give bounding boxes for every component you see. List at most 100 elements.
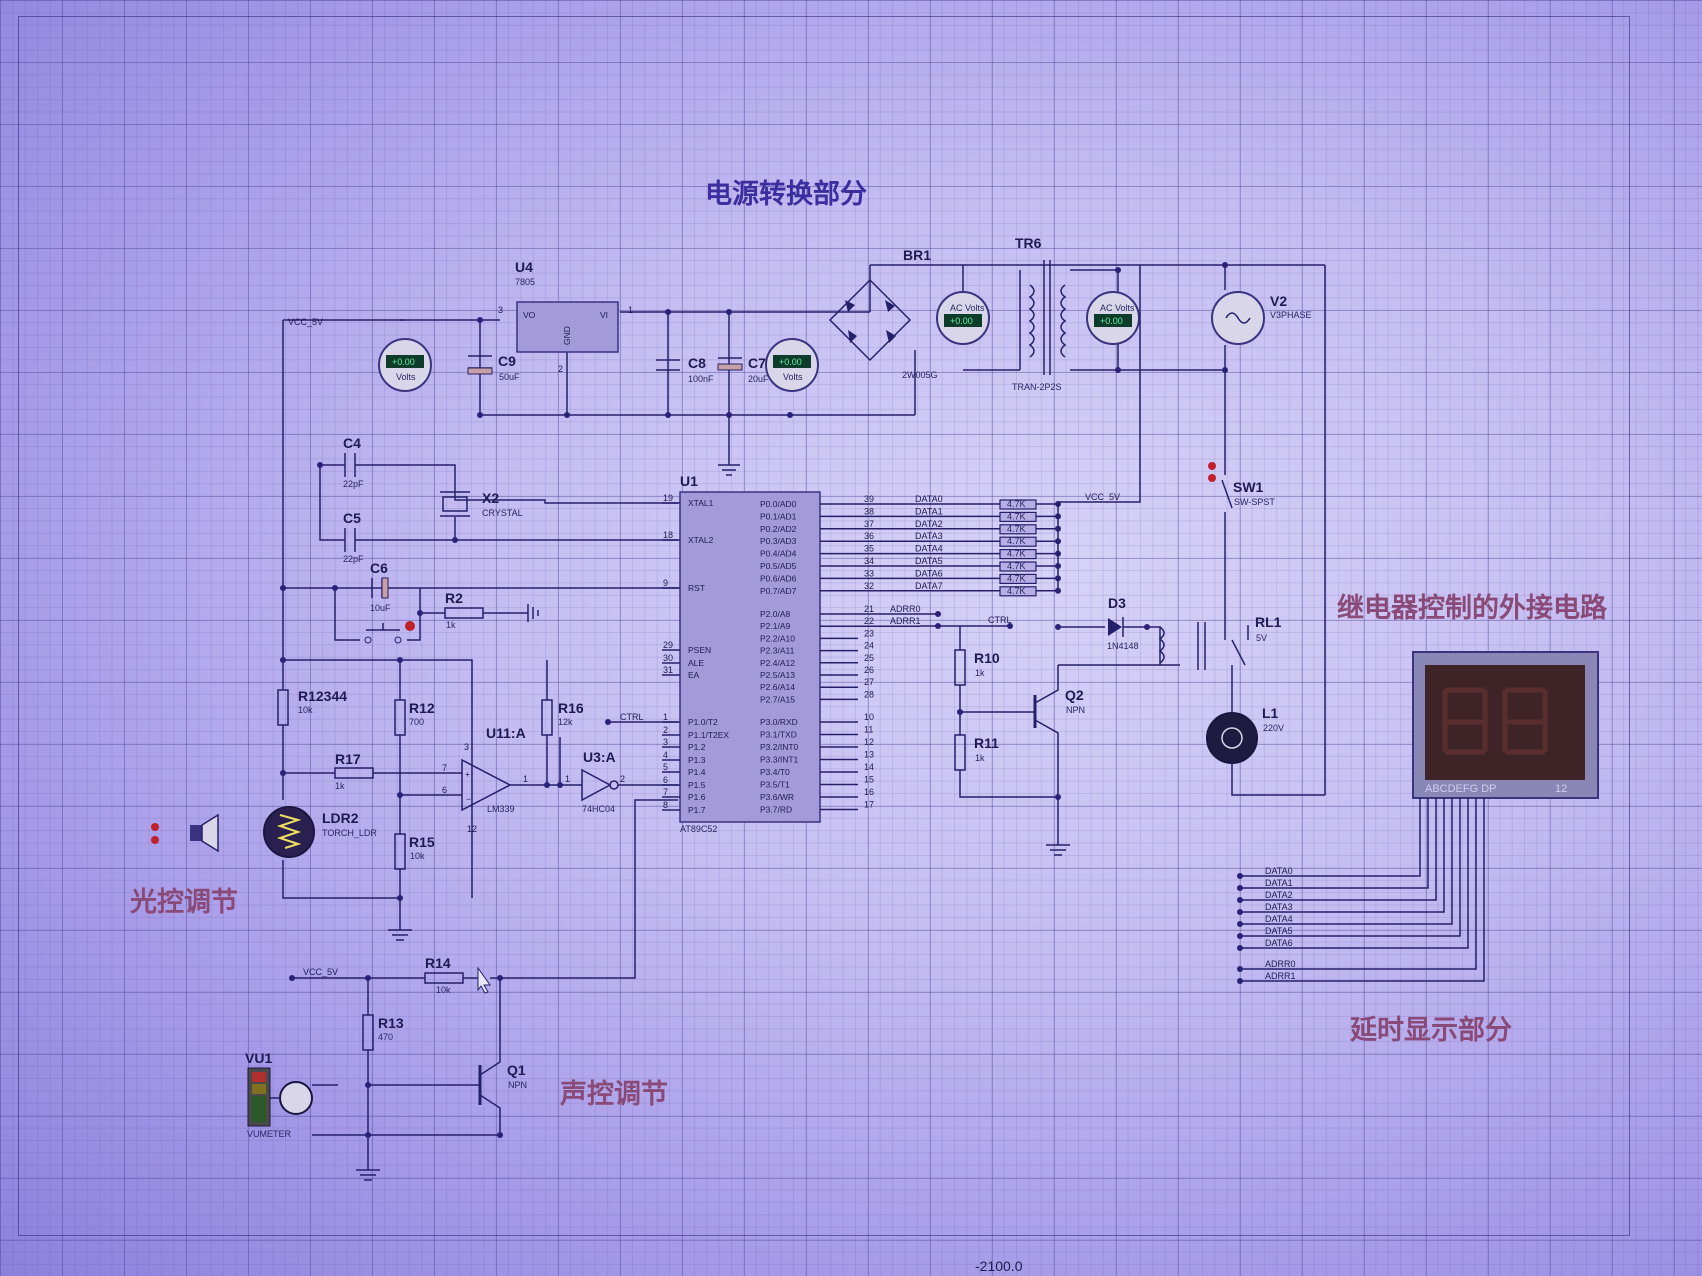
relay-section-title: 继电器控制的外接电路 <box>1337 593 1607 624</box>
display-bus-wire <box>1240 798 1461 937</box>
u1-left-pin-number: 6 <box>663 775 668 785</box>
display-bus-net: ADRR0 <box>1265 959 1296 969</box>
u1-left-pin-name: PSEN <box>688 645 711 655</box>
tr6-transformer[interactable] <box>1028 260 1067 375</box>
display-bus-junction <box>1237 897 1243 903</box>
u4-pin3: 3 <box>498 305 503 315</box>
u1-left-pin-number: 4 <box>663 750 668 760</box>
display-bus-junction <box>1237 921 1243 927</box>
x2-label: X2 <box>482 490 499 506</box>
r15-value: 10k <box>410 851 425 861</box>
display-bus-wire <box>1240 798 1453 925</box>
u4-label: U4 <box>515 259 533 275</box>
u1-pin-net-label: DATA6 <box>915 568 943 578</box>
u4-pin1: 1 <box>628 305 633 315</box>
ac-voltmeter-1[interactable]: AC Volts +0.00 <box>936 291 990 345</box>
sw1-label: SW1 <box>1233 479 1264 495</box>
u1-right-pin-number: 32 <box>864 581 874 591</box>
u1-left-pin-number: 1 <box>663 712 668 722</box>
d3-diode[interactable] <box>1108 618 1122 636</box>
power-section-title: 电源转换部分 <box>705 179 867 210</box>
r16-value: 12k <box>558 717 573 727</box>
u1-right-pin-number: 25 <box>864 653 874 663</box>
u1-left-pin-name: P1.0/T2 <box>688 717 718 727</box>
x2-crystal[interactable] <box>442 496 468 512</box>
u3-inverter[interactable] <box>581 768 612 802</box>
r17-label: R17 <box>335 751 361 767</box>
u1-right-pin-name: P0.6/AD6 <box>760 573 797 583</box>
r12344-resistor[interactable] <box>277 689 289 726</box>
u1-left-pin-name: XTAL1 <box>688 498 714 508</box>
rl1-coil[interactable] <box>1158 626 1165 664</box>
r15-resistor[interactable] <box>394 833 406 870</box>
v2-value: V3PHASE <box>1270 310 1312 320</box>
c4-capacitor[interactable] <box>344 453 356 477</box>
rl1-contact[interactable] <box>1231 639 1246 666</box>
r12-label: R12 <box>409 700 435 716</box>
r17-value: 1k <box>335 781 345 791</box>
u1-left-pin-number: 31 <box>663 665 673 675</box>
sw1-switch[interactable] <box>1221 479 1233 509</box>
c8-capacitor[interactable] <box>656 359 680 371</box>
u4-regulator[interactable] <box>516 301 619 353</box>
u11-comparator[interactable] <box>461 758 512 812</box>
ac-voltmeter-2[interactable]: AC Volts +0.00 <box>1086 291 1140 345</box>
sw1-value: SW-SPST <box>1234 497 1275 507</box>
display-segment-labels: ABCDEFG DP <box>1425 783 1497 795</box>
display-bus-net: DATA1 <box>1265 878 1293 888</box>
dc-voltmeter-2[interactable]: +0.00 Volts <box>765 338 819 392</box>
meter-2-unit: Volts <box>783 372 803 382</box>
q1-label: Q1 <box>507 1062 526 1078</box>
u1-right-pin-number: 39 <box>864 494 874 504</box>
r2-resistor[interactable] <box>444 607 484 619</box>
seven-segment-display[interactable] <box>1412 651 1599 799</box>
r16-resistor[interactable] <box>541 699 553 736</box>
r10-label: R10 <box>974 650 1000 666</box>
ac-meter-2-reading: +0.00 <box>1100 316 1123 326</box>
c5-capacitor[interactable] <box>344 528 356 552</box>
pullup-resistor-array[interactable]: 4.7K4.7K4.7K4.7K4.7K4.7K4.7K4.7K <box>999 499 1061 597</box>
v2-ac-source[interactable] <box>1211 291 1265 345</box>
br1-bridge-rectifier[interactable] <box>828 278 912 362</box>
u1-left-pin-name: P1.2 <box>688 742 706 752</box>
r11-resistor[interactable] <box>954 734 966 771</box>
r16-label: R16 <box>558 700 584 716</box>
ldr2-photoresistor[interactable] <box>263 806 315 858</box>
u1-left-pin-number: 30 <box>663 653 673 663</box>
u1-part: AT89C52 <box>680 824 717 834</box>
r10-resistor[interactable] <box>954 649 966 686</box>
display-bus-net: ADRR1 <box>1265 971 1296 981</box>
dc-voltmeter-1[interactable]: +0.00 Volts <box>378 338 432 392</box>
probe-icon[interactable] <box>477 966 491 994</box>
u1-right-pin-name: P2.4/A12 <box>760 658 795 668</box>
u11-pin7: 7 <box>442 763 447 773</box>
u3-pin2: 2 <box>620 774 625 784</box>
l1-lamp[interactable] <box>1206 712 1258 764</box>
display-bus-wire <box>1240 798 1445 913</box>
r10-value: 1k <box>975 668 985 678</box>
u1-left-pin-name: P1.6 <box>688 792 706 802</box>
r13-resistor[interactable] <box>362 1014 374 1051</box>
u1-left-pin-number: 2 <box>663 725 668 735</box>
c8-value: 100nF <box>688 374 714 384</box>
reset-button[interactable] <box>366 623 400 631</box>
u1-microcontroller[interactable] <box>679 491 821 823</box>
ac-meter-1-unit: AC Volts <box>950 303 985 313</box>
r11-value: 1k <box>975 753 985 763</box>
u1-right-pin-name: P3.7/RD <box>760 805 792 815</box>
q1-value: NPN <box>508 1080 527 1090</box>
torch-light-source[interactable] <box>151 813 219 853</box>
r14-resistor[interactable] <box>424 972 464 984</box>
r12-resistor[interactable] <box>394 699 406 736</box>
u1-pin-net-label: ADRR0 <box>890 604 921 614</box>
r17-resistor[interactable] <box>334 767 374 779</box>
display-bus-wire <box>1240 798 1421 877</box>
sheet-border <box>18 16 1630 1236</box>
vu1-meter[interactable] <box>247 1067 313 1127</box>
display-bus-net: DATA4 <box>1265 914 1293 924</box>
c9-value: 50uF <box>499 372 520 382</box>
